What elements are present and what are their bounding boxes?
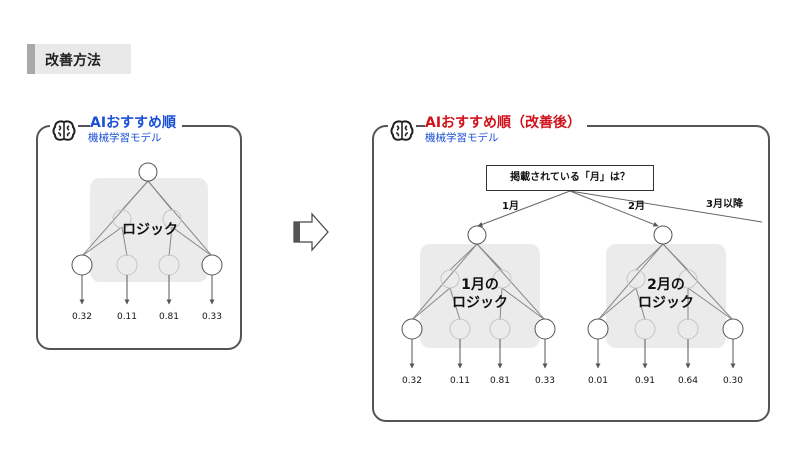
panel-after-title: AIおすすめ順（改善後） — [425, 114, 588, 132]
output-value: 0.64 — [677, 376, 699, 386]
node — [678, 269, 698, 289]
leaf-node — [401, 318, 423, 340]
section-title: 改善方法 — [45, 53, 101, 69]
output-value: 0.11 — [116, 312, 138, 322]
leaf-node — [722, 318, 744, 340]
tree-after — [401, 190, 763, 369]
node — [626, 269, 646, 289]
node — [440, 269, 460, 289]
right-arrow-icon — [293, 212, 329, 252]
brain-icon — [388, 117, 416, 145]
output-value: 0.81 — [158, 312, 180, 322]
node — [112, 209, 132, 229]
root-node — [138, 162, 158, 182]
output-value: 0.32 — [71, 312, 93, 322]
panel-after-subtitle: 機械学習モデル — [425, 131, 503, 145]
output-value: 0.81 — [489, 376, 511, 386]
section-tag: 改善方法 — [27, 44, 131, 74]
leaf-node — [587, 318, 609, 340]
logic-label-jan-line1: 1月の — [461, 277, 499, 293]
output-value: 0.11 — [449, 376, 471, 386]
branch-label-feb: 2月 — [628, 201, 645, 212]
node — [492, 269, 512, 289]
output-value: 0.01 — [587, 376, 609, 386]
output-value: 0.33 — [201, 312, 223, 322]
output-value: 0.91 — [634, 376, 656, 386]
logic-label-jan: 1月の ロジック — [440, 276, 520, 312]
logic-label-jan-line2: ロジック — [452, 295, 508, 311]
root-node-feb — [653, 225, 673, 245]
leaf-node — [71, 254, 93, 276]
brain-icon — [50, 117, 78, 145]
node — [162, 209, 182, 229]
panel-before-title: AIおすすめ順 — [90, 114, 183, 132]
tree-before — [71, 162, 223, 305]
logic-label-feb-line2: ロジック — [638, 295, 694, 311]
output-value: 0.30 — [722, 376, 744, 386]
logic-label-feb-line1: 2月の — [647, 277, 685, 293]
logic-label-feb: 2月の ロジック — [626, 276, 706, 312]
logic-box — [90, 178, 208, 282]
root-node-jan — [467, 225, 487, 245]
branch-label-mar: 3月以降 — [706, 199, 743, 210]
leaf-node — [201, 254, 223, 276]
leaf-node — [534, 318, 556, 340]
output-value: 0.33 — [534, 376, 556, 386]
panel-before-subtitle: 機械学習モデル — [88, 131, 166, 145]
output-value: 0.32 — [401, 376, 423, 386]
question-box: 掲載されている「月」は？ — [486, 165, 654, 191]
logic-label: ロジック — [122, 222, 178, 238]
branch-label-jan: 1月 — [502, 201, 519, 212]
